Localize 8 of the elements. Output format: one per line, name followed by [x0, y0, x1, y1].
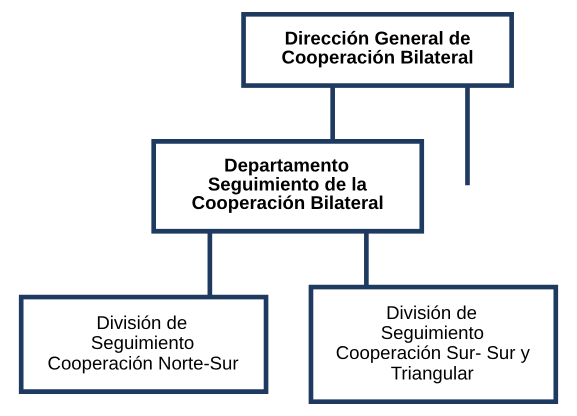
node-box: Dirección General de Cooperación Bilateral: [241, 12, 514, 88]
connector: [330, 86, 335, 141]
node-box: División de Seguimiento Cooperación Norte-Sur: [18, 294, 268, 394]
connector: [208, 232, 212, 297]
node-box: División de Seguimiento Cooperación Sur- Sur y Triangular: [308, 284, 558, 404]
connector: [465, 86, 470, 186]
node-box: Departamento Seguimiento de la Cooperación Bilateral: [151, 139, 424, 234]
connector: [364, 232, 369, 287]
